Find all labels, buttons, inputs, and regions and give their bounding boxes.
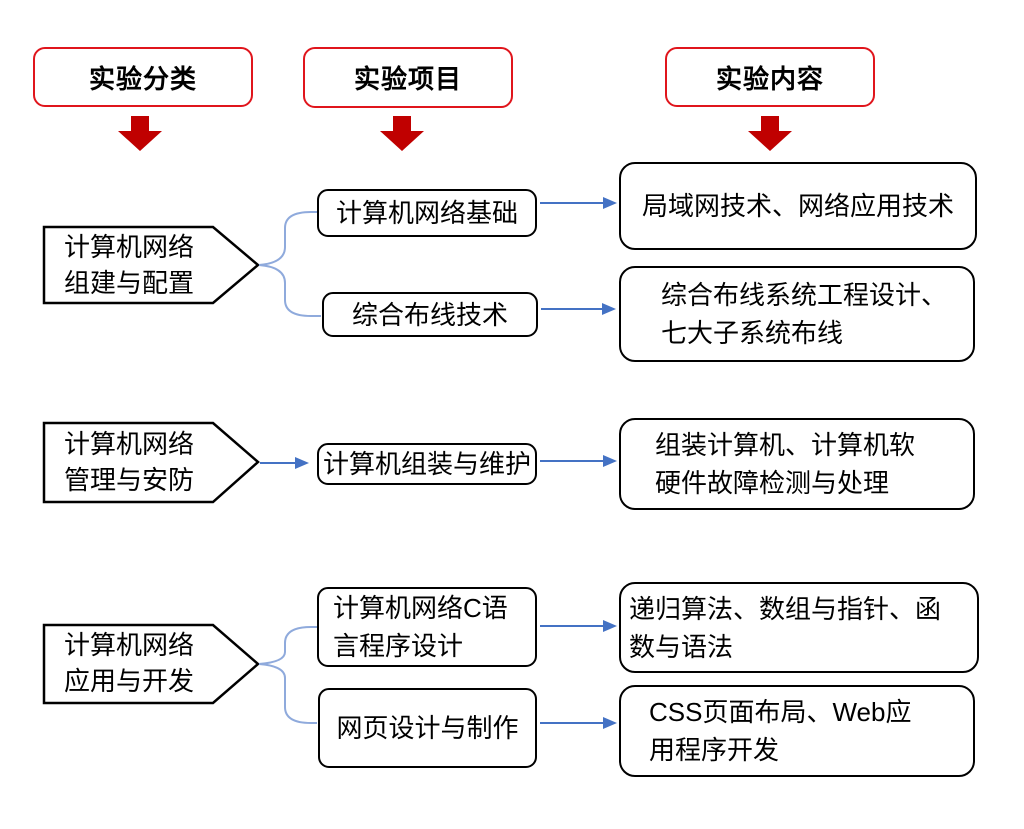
- project-box: 计算机网络基础: [317, 189, 537, 237]
- content-box: 递归算法、数组与指针、函 数与语法: [619, 582, 979, 673]
- project-box: 计算机网络C语 言程序设计: [317, 587, 537, 667]
- brace-connector: [258, 626, 317, 665]
- content-box: 综合布线系统工程设计、 七大子系统布线: [619, 266, 975, 362]
- project-box: 综合布线技术: [322, 292, 538, 337]
- category-label: 计算机网络 应用与开发: [63, 630, 194, 696]
- category-pentagon: [42, 623, 260, 705]
- column-header-experiment-content: 实验内容: [665, 47, 875, 107]
- column-header-experiment-category: 实验分类: [33, 47, 253, 107]
- column-header-experiment-project: 实验项目: [303, 47, 513, 108]
- brace-connector: [258, 211, 317, 266]
- category-pentagon: [42, 421, 260, 504]
- red-down-arrow-icon: [380, 116, 424, 151]
- category-label: 计算机网络 管理与安防: [63, 428, 194, 495]
- content-box: 局域网技术、网络应用技术: [619, 162, 977, 250]
- category-pentagon: [42, 225, 260, 305]
- category-label: 计算机网络 组建与配置: [63, 232, 194, 298]
- red-down-arrow-icon: [118, 116, 162, 151]
- content-box: 组装计算机、计算机软 硬件故障检测与处理: [619, 418, 975, 510]
- project-box: 网页设计与制作: [318, 688, 537, 768]
- content-box: CSS页面布局、Web应 用程序开发: [619, 685, 975, 777]
- project-box: 计算机组装与维护: [317, 443, 537, 485]
- brace-connector: [258, 663, 317, 724]
- brace-connector: [258, 264, 321, 317]
- red-down-arrow-icon: [748, 116, 792, 151]
